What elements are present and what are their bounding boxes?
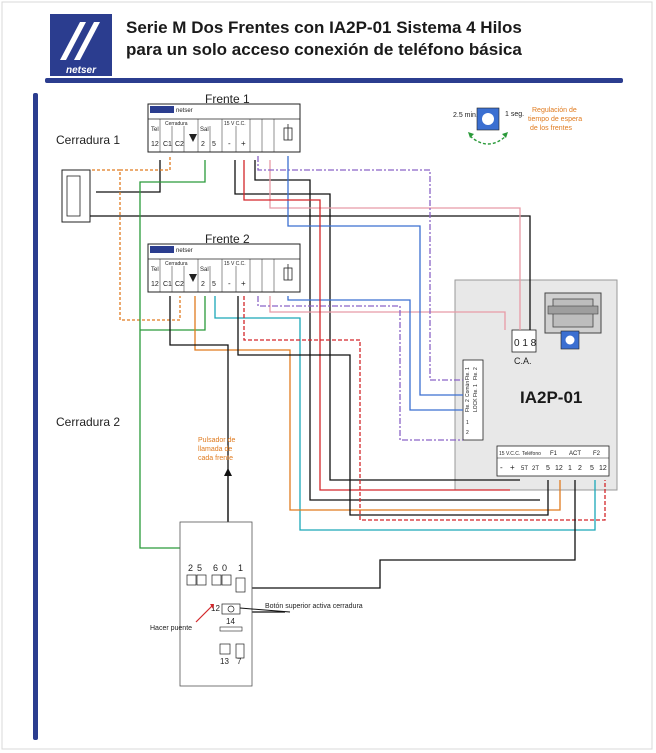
svg-text:0: 0 <box>222 563 227 573</box>
svg-text:14: 14 <box>226 617 235 626</box>
title-line-1: Serie M Dos Frentes con IA2P-01 Sistema … <box>126 18 522 37</box>
regulacion-timer: 2.5 min. 1 seg. Regulación de tiempo de … <box>453 107 582 145</box>
svg-text:12: 12 <box>151 281 159 288</box>
svg-text:Fte. 1: Fte. 1 <box>473 384 479 397</box>
svg-text:+: + <box>241 279 246 288</box>
svg-text:1: 1 <box>238 563 243 573</box>
svg-text:tiempo de espera: tiempo de espera <box>528 116 582 123</box>
svg-text:Fte. 1: Fte. 1 <box>465 367 471 380</box>
svg-text:2: 2 <box>578 465 582 472</box>
svg-text:1 seg.: 1 seg. <box>505 111 524 118</box>
cerradura-2-label: Cerradura 2 <box>56 415 120 429</box>
svg-text:F1: F1 <box>550 451 558 457</box>
frente-1-label: Frente 1 <box>205 92 250 106</box>
svg-text:5: 5 <box>197 563 202 573</box>
wires <box>90 156 606 613</box>
title-line-2: para un solo acceso conexión de teléfono… <box>126 40 522 59</box>
frente-2-terminal-block: netser Tel Cerradura Sal 15 V C.C. 12 C1… <box>147 243 301 293</box>
cerradura-1-lock <box>61 169 91 223</box>
logo-text: netser <box>66 65 97 76</box>
svg-text:C2: C2 <box>175 281 184 288</box>
device-name: IA2P-01 <box>520 388 582 407</box>
svg-text:12: 12 <box>211 604 220 613</box>
svg-text:1: 1 <box>568 465 572 472</box>
svg-text:12: 12 <box>599 465 607 472</box>
svg-text:15 V C.C.: 15 V C.C. <box>224 121 246 127</box>
svg-text:C2: C2 <box>175 141 184 148</box>
boton-leader-line <box>239 607 291 613</box>
svg-text:15 V.C.C.: 15 V.C.C. <box>499 451 520 457</box>
svg-text:2T: 2T <box>532 466 539 472</box>
svg-text:Tel: Tel <box>151 267 159 273</box>
telephone-handset-base: 2 5 6 0 1 12 14 13 7 <box>179 521 253 687</box>
svg-text:C1: C1 <box>163 141 172 148</box>
svg-text:+: + <box>510 463 515 472</box>
svg-text:2.5 min.: 2.5 min. <box>453 112 478 119</box>
ca-terminals: 0 1 8 <box>514 338 537 349</box>
svg-text:2: 2 <box>466 430 469 436</box>
svg-text:-: - <box>500 463 503 472</box>
svg-text:Teléfono: Teléfono <box>522 451 541 457</box>
svg-text:12: 12 <box>151 141 159 148</box>
boton-superior-label: Botón superior activa cerradura <box>265 603 363 610</box>
svg-text:Cerradura: Cerradura <box>165 121 188 127</box>
side-rule <box>33 93 38 740</box>
svg-text:2: 2 <box>201 141 205 148</box>
svg-text:ACT: ACT <box>569 451 581 457</box>
svg-text:Pulsador de: Pulsador de <box>198 437 235 444</box>
svg-text:llamada de: llamada de <box>198 446 232 453</box>
svg-text:Fte. 2: Fte. 2 <box>473 367 479 380</box>
svg-text:7: 7 <box>237 657 242 666</box>
ia2p-01-unit: 0 1 8 C.A. Fte. 1 Fte. 2 Común Fte. 1 Ft… <box>454 279 618 491</box>
svg-text:5: 5 <box>212 281 216 288</box>
svg-text:cada frente: cada frente <box>198 455 233 462</box>
pulsador-label: Pulsador de llamada de cada frente <box>198 437 235 462</box>
ca-label: C.A. <box>514 356 532 366</box>
svg-text:6: 6 <box>213 563 218 573</box>
svg-text:5T: 5T <box>521 466 528 472</box>
frente-1-terminal-block: netser Tel Cerradura Sal 15 V C.C. 12 C1… <box>147 103 301 153</box>
netser-logo: netser <box>50 14 112 76</box>
frente-2-label: Frente 2 <box>205 232 250 246</box>
svg-text:C1: C1 <box>163 281 172 288</box>
svg-text:+: + <box>241 139 246 148</box>
header-rule <box>45 78 623 83</box>
svg-text:2: 2 <box>188 563 193 573</box>
svg-text:12: 12 <box>555 465 563 472</box>
svg-text:netser: netser <box>176 108 193 114</box>
svg-text:-: - <box>228 279 231 288</box>
svg-text:5: 5 <box>590 465 594 472</box>
svg-text:5: 5 <box>212 141 216 148</box>
svg-text:Sal: Sal <box>200 127 209 133</box>
svg-text:LOCK: LOCK <box>473 398 479 412</box>
svg-text:netser: netser <box>176 248 193 254</box>
svg-text:Cerradura: Cerradura <box>165 261 188 267</box>
svg-text:13: 13 <box>220 657 229 666</box>
svg-text:Sal: Sal <box>200 267 209 273</box>
svg-text:F2: F2 <box>593 451 601 457</box>
svg-text:de los frentes: de los frentes <box>530 125 573 132</box>
cerradura-1-label: Cerradura 1 <box>56 133 120 147</box>
svg-text:5: 5 <box>546 465 550 472</box>
svg-text:-: - <box>228 139 231 148</box>
svg-text:Tel: Tel <box>151 127 159 133</box>
svg-text:Fte. 2: Fte. 2 <box>465 399 471 412</box>
svg-text:15 V C.C.: 15 V C.C. <box>224 261 246 267</box>
svg-text:1: 1 <box>466 420 469 426</box>
svg-text:Común: Común <box>465 381 471 397</box>
svg-text:Regulación de: Regulación de <box>532 107 577 114</box>
svg-text:2: 2 <box>201 281 205 288</box>
hacer-puente-label: Hacer puente <box>150 625 192 632</box>
